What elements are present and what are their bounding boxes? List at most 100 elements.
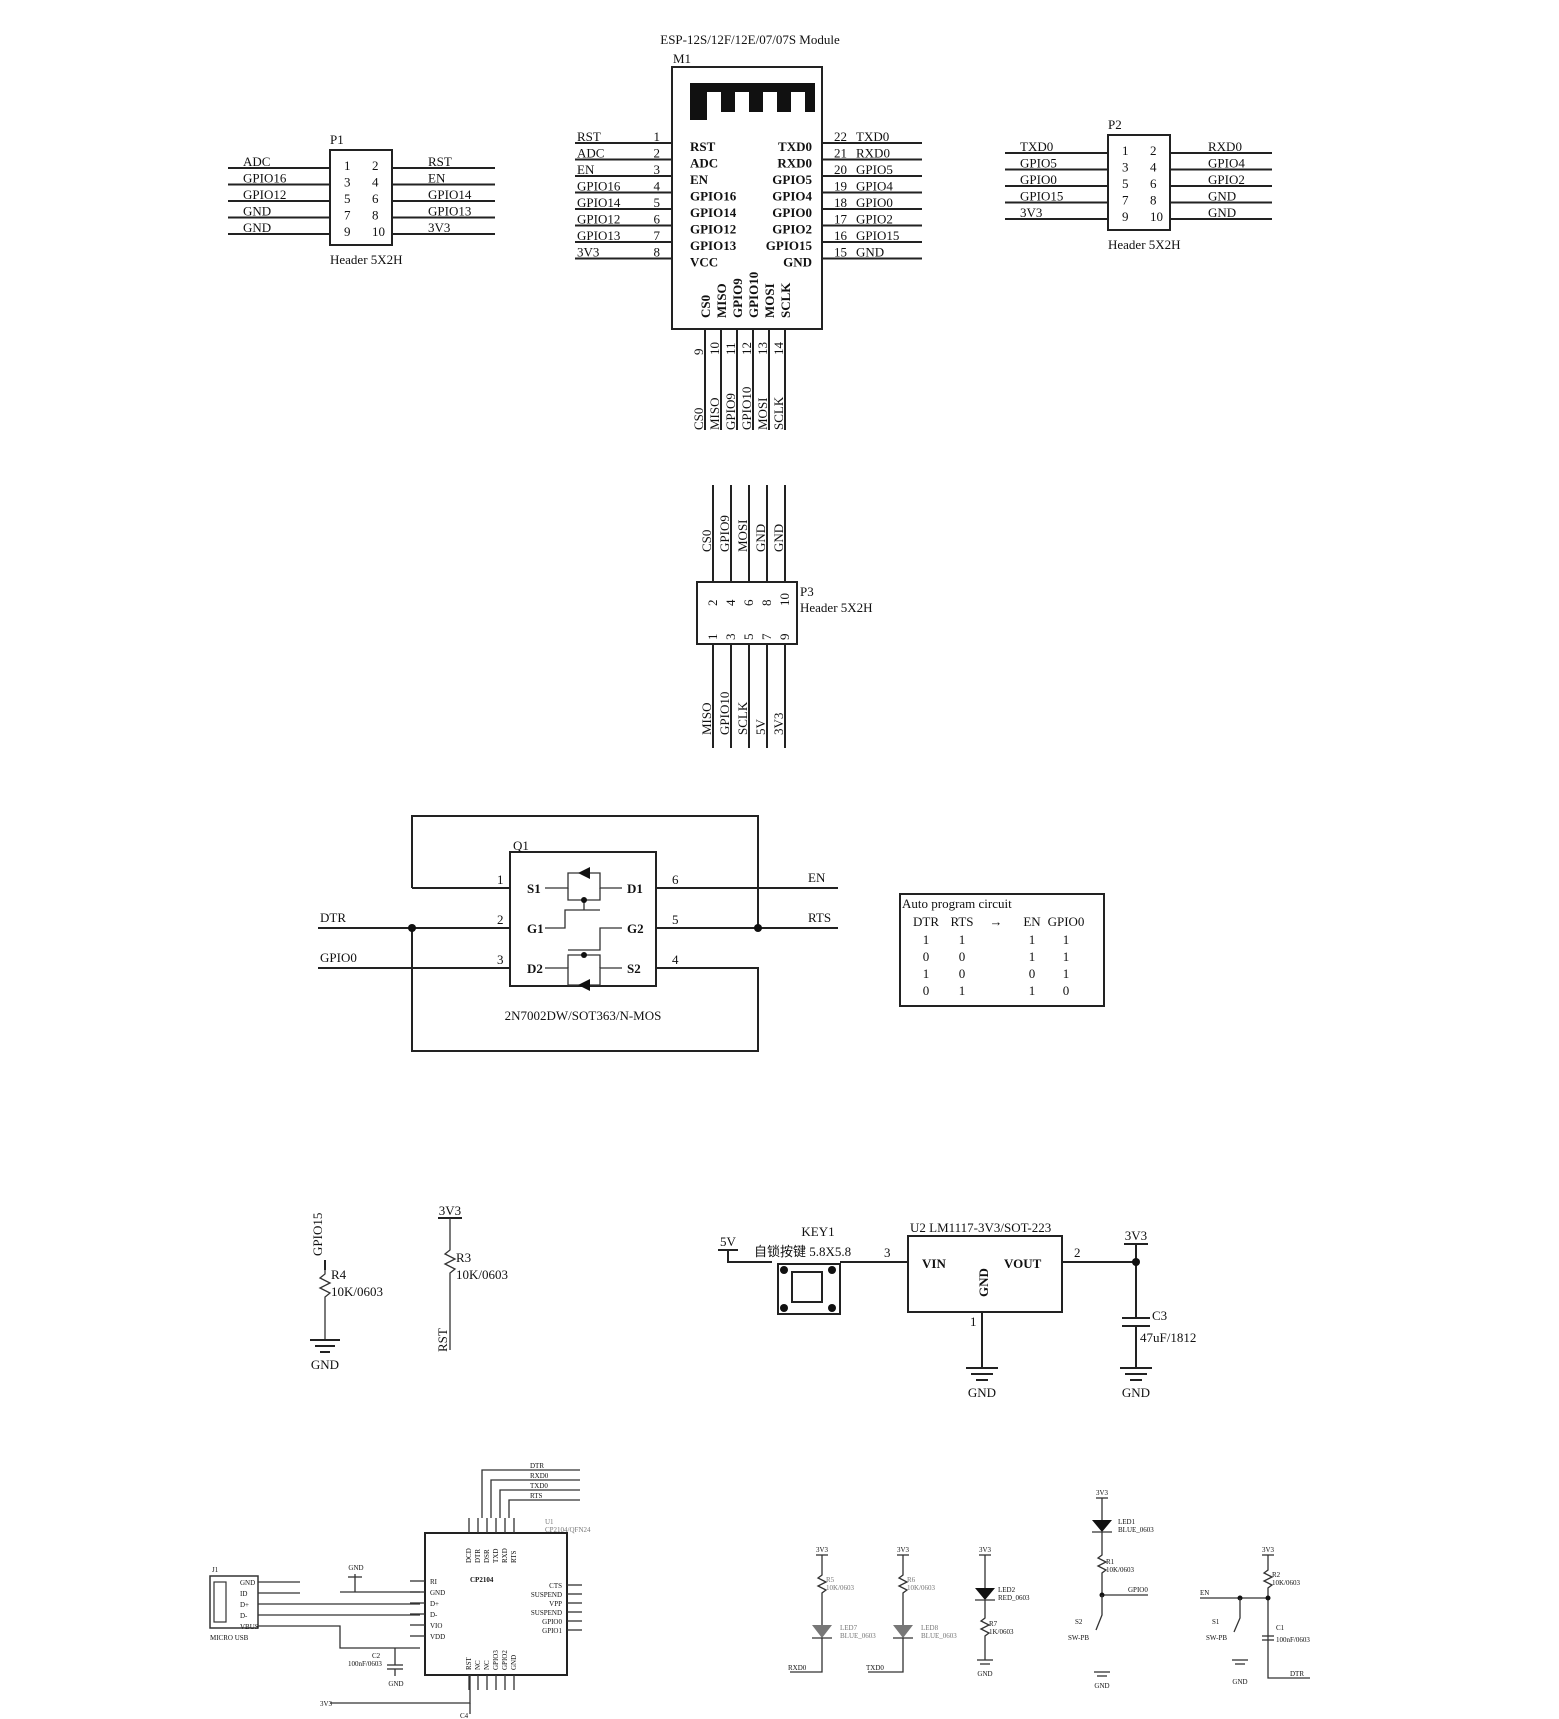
auto-program-header: GPIO0 xyxy=(1048,914,1085,929)
auto-program-cell: 1 xyxy=(1029,983,1036,998)
header-pin-top: 4 xyxy=(723,599,738,606)
module-net-label: GPIO5 xyxy=(856,162,893,177)
module-pin-number: 18 xyxy=(834,195,847,210)
module-net-label: GPIO4 xyxy=(856,179,893,194)
chip-pin-bottom: GPIO2 xyxy=(501,1650,509,1670)
chip-pin-top: DSR xyxy=(483,1549,491,1563)
module-pin-number: 4 xyxy=(654,179,661,194)
r3-value: 10K/0603 xyxy=(456,1267,508,1282)
header-net-right: GPIO4 xyxy=(1208,156,1245,171)
header-net-top: MOSI xyxy=(735,519,750,552)
module-pin-name: GPIO16 xyxy=(690,189,737,204)
net-rts: RTS xyxy=(808,910,831,925)
diode-icon xyxy=(578,867,590,879)
net-en: EN xyxy=(808,870,826,885)
g1-net: 3V3 xyxy=(816,1546,829,1554)
module-net-label: GPIO15 xyxy=(856,228,899,243)
chip-pin-right: SUSPEND xyxy=(531,1591,562,1599)
header-pin-b: 8 xyxy=(372,208,379,223)
header-pin-bottom: 9 xyxy=(777,634,792,641)
chip-pin-bottom: RST xyxy=(465,1656,473,1670)
module-net-label: EN xyxy=(577,162,595,177)
module-pin-name: ADC xyxy=(690,156,718,171)
usb-net-label: TXD0 xyxy=(530,1482,548,1490)
g3-gnd: GND xyxy=(977,1670,992,1678)
g2-net-bottom: TXD0 xyxy=(866,1664,884,1672)
reg-pin-vin: 3 xyxy=(884,1245,891,1260)
module-net-label: GPIO14 xyxy=(577,195,621,210)
header-footprint: Header 5X2H xyxy=(330,252,403,267)
module-pin-number: 8 xyxy=(654,245,661,260)
r4-net-bottom: GND xyxy=(311,1357,339,1372)
r3-net-top: 3V3 xyxy=(439,1203,461,1218)
q1-pin-name: D1 xyxy=(627,881,643,896)
header-net-left: TXD0 xyxy=(1020,139,1053,154)
header-net-right: 3V3 xyxy=(428,220,450,235)
module-net-label: GPIO10 xyxy=(739,387,754,430)
chip-pin-top: DCD xyxy=(465,1548,473,1563)
module-title: ESP-12S/12F/12E/07/07S Module xyxy=(660,32,840,47)
header-ref: P1 xyxy=(330,132,344,147)
header-net-left: GPIO0 xyxy=(1020,172,1057,187)
header-net-left: ADC xyxy=(243,154,270,169)
header-pin-a: 1 xyxy=(344,158,351,173)
usb-conn-ref: J1 xyxy=(212,1566,219,1574)
module-pin-name: MISO xyxy=(714,283,729,318)
g4-net: 3V3 xyxy=(1096,1489,1109,1497)
usb-net-label: RTS xyxy=(530,1492,543,1500)
module-pin-number: 7 xyxy=(654,228,661,243)
led-icon xyxy=(812,1625,832,1638)
q1-ref: Q1 xyxy=(513,838,529,853)
g2-led-val: BLUE_0603 xyxy=(921,1632,957,1640)
q1-pin-name: S2 xyxy=(627,961,641,976)
micro-usb-icon xyxy=(209,1575,259,1629)
power-section: 5V KEY1 自锁按键 5.8X5.8 3 U2 LM1117-3V3/SOT… xyxy=(718,1220,1196,1400)
auto-program-cell: 0 xyxy=(923,983,930,998)
header-net-top: CS0 xyxy=(699,530,714,552)
g4-sw: S2 xyxy=(1075,1618,1083,1626)
header-pin-top: 6 xyxy=(741,599,756,606)
q1-part: 2N7002DW/SOT363/N-MOS xyxy=(505,1008,662,1023)
r3-net-bottom: RST xyxy=(435,1328,450,1352)
q1-pin-number: 1 xyxy=(497,872,504,887)
g3-res: R7 xyxy=(989,1620,998,1628)
q1-pin-number: 6 xyxy=(672,872,679,887)
header-pin-a: 5 xyxy=(344,191,351,206)
header-pin-b: 6 xyxy=(372,191,379,206)
module-pin-name: RXD0 xyxy=(777,156,812,171)
led-group-4: 3V3 LED1 BLUE_0603 R1 10K/0603 GPIO0 S2 … xyxy=(1068,1489,1154,1690)
chip-pin-left: RI xyxy=(430,1578,438,1586)
q1-pin-name: S1 xyxy=(527,881,541,896)
g4-net-mid: GPIO0 xyxy=(1128,1586,1148,1594)
header-net-right: GPIO13 xyxy=(428,204,471,219)
header-pin-b: 4 xyxy=(372,175,379,190)
usb-net-3v3: 3V3 xyxy=(320,1700,333,1708)
header-body xyxy=(696,581,798,645)
module-pin-name: GPIO12 xyxy=(690,222,736,237)
header-net-left: GPIO5 xyxy=(1020,156,1057,171)
header-net-bottom: SCLK xyxy=(735,701,750,735)
module-pin-name: RST xyxy=(690,139,716,154)
module-pin-number: 12 xyxy=(739,342,754,355)
chip-pin-bottom: GND xyxy=(510,1655,518,1670)
module-pin-name: GPIO13 xyxy=(690,238,737,253)
resistor-r4: GPIO15 R4 10K/0603 GND xyxy=(310,1213,383,1372)
g5-sw-val: SW-PB xyxy=(1206,1634,1227,1642)
chip-pin-left: D- xyxy=(430,1611,438,1619)
header-net-right: EN xyxy=(428,171,446,186)
auto-program-cell: 1 xyxy=(1029,949,1036,964)
g5-net-dtr: DTR xyxy=(1290,1670,1304,1678)
led-group-5: 3V3 R2 10K/0603 EN S1 SW-PB C1 100nF/060… xyxy=(1200,1546,1310,1686)
module-pin-name: GPIO0 xyxy=(772,205,812,220)
header-net-bottom: MISO xyxy=(699,702,714,735)
module-pin-number: 9 xyxy=(691,349,706,356)
header-net-left: GND xyxy=(243,220,271,235)
auto-program-cell: 1 xyxy=(923,966,930,981)
g3-led: LED2 xyxy=(998,1586,1016,1594)
cap3-ref: C3 xyxy=(1152,1308,1167,1323)
capacitor-icon xyxy=(1122,1317,1150,1327)
